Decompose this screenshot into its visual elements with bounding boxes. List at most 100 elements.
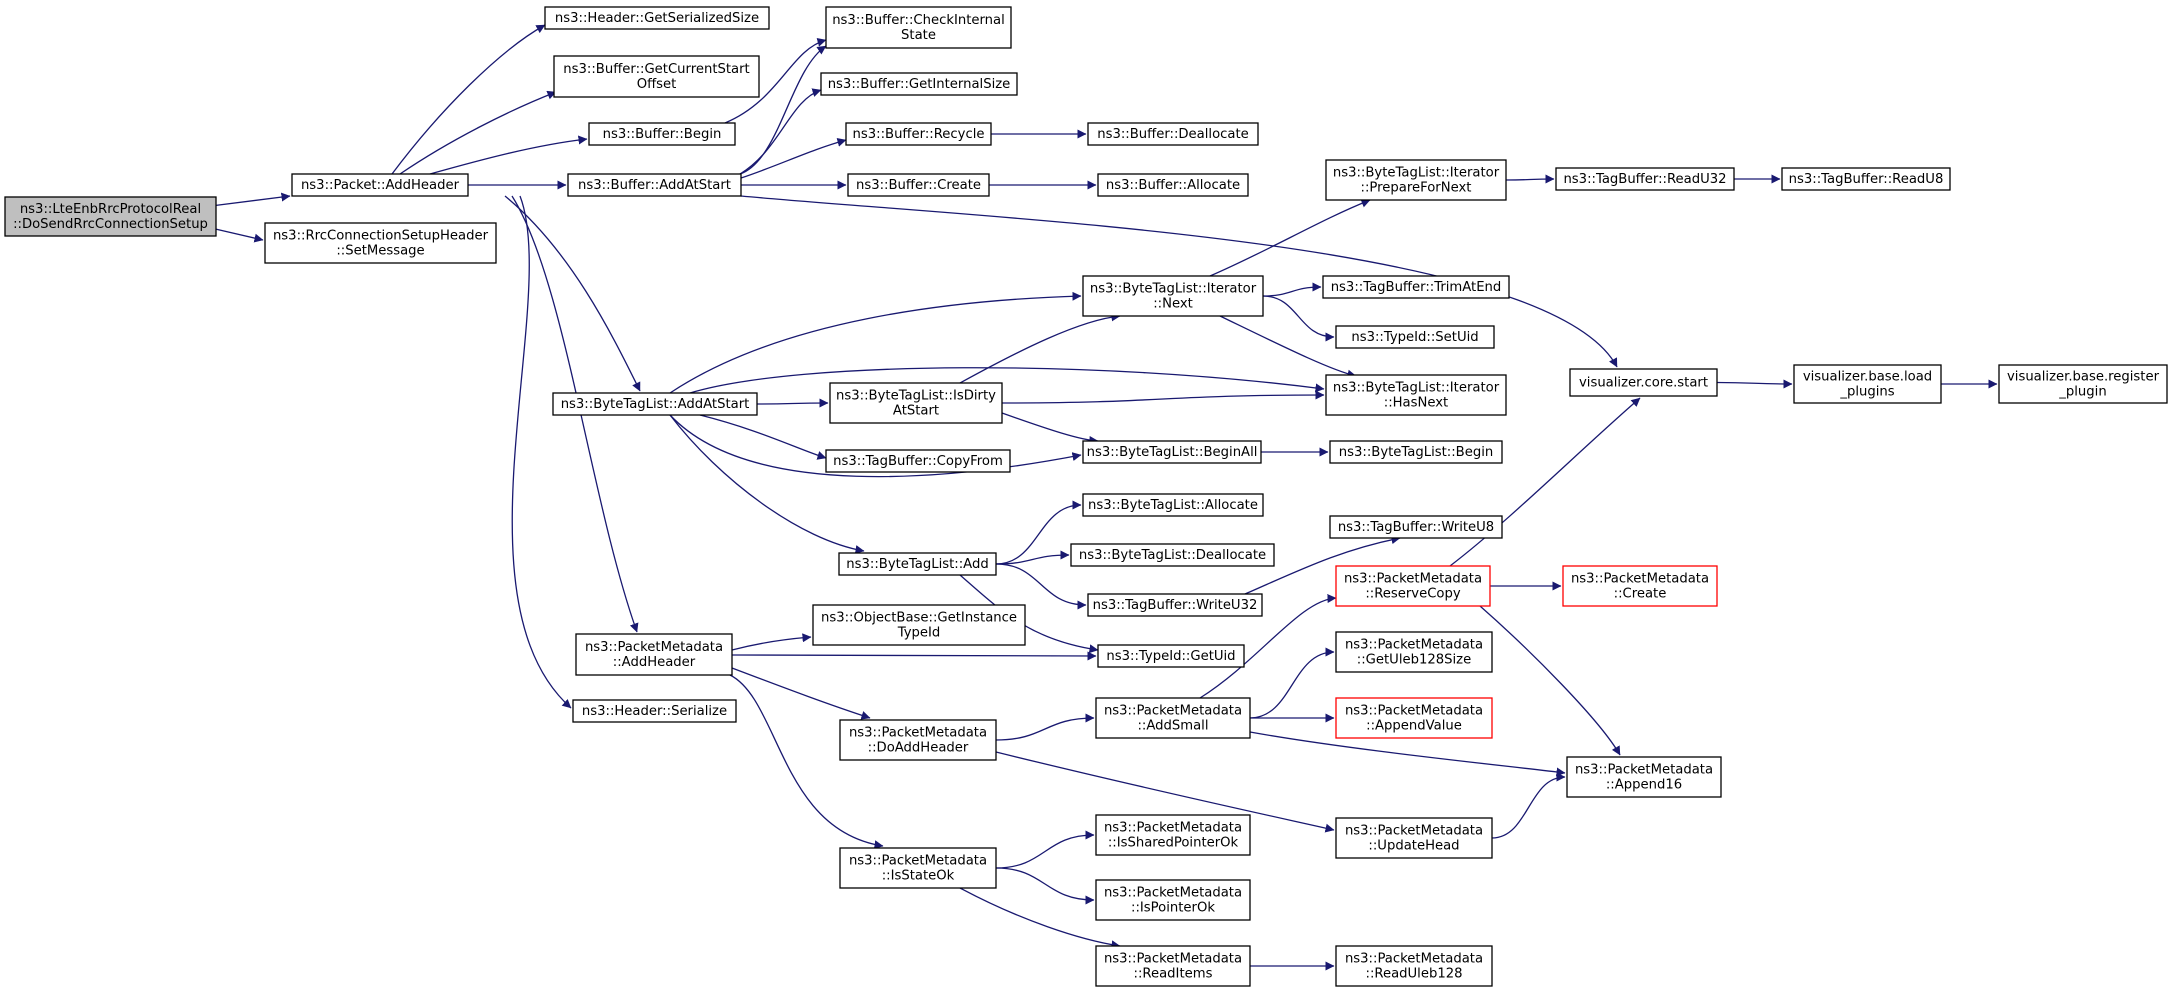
node-readuleb[interactable]: ns3::PacketMetadata::ReadUleb128 bbox=[1335, 945, 1493, 987]
node-box[interactable] bbox=[1082, 275, 1264, 317]
node-box[interactable] bbox=[838, 552, 997, 576]
node-box[interactable] bbox=[1566, 756, 1722, 798]
node-box[interactable] bbox=[575, 633, 733, 676]
node-box[interactable] bbox=[1070, 543, 1275, 567]
node-setuid[interactable]: ns3::TypeId::SetUid bbox=[1335, 325, 1495, 349]
node-box[interactable] bbox=[839, 719, 997, 761]
node-appendvalue[interactable]: ns3::PacketMetadata::AppendValue bbox=[1335, 697, 1493, 739]
node-writeu8[interactable]: ns3::TagBuffer::WriteU8 bbox=[1329, 515, 1503, 539]
node-box[interactable] bbox=[1095, 945, 1251, 987]
node-box[interactable] bbox=[825, 6, 1012, 49]
node-hdrserialize[interactable]: ns3::Header::Serialize bbox=[572, 699, 737, 723]
node-box[interactable] bbox=[1335, 325, 1495, 349]
node-box[interactable] bbox=[1095, 814, 1251, 856]
node-bufcreate[interactable]: ns3::Buffer::Create bbox=[847, 173, 990, 197]
node-box[interactable] bbox=[1555, 167, 1735, 191]
node-btlbegin[interactable]: ns3::ByteTagList::Begin bbox=[1329, 440, 1503, 464]
node-doaddheader[interactable]: ns3::PacketMetadata::DoAddHeader bbox=[839, 719, 997, 761]
node-dealloc[interactable]: ns3::Buffer::Deallocate bbox=[1087, 122, 1259, 146]
node-box[interactable] bbox=[1325, 374, 1507, 416]
node-box[interactable] bbox=[1087, 122, 1259, 146]
node-box[interactable] bbox=[839, 847, 997, 889]
node-box[interactable] bbox=[845, 122, 992, 146]
node-box[interactable] bbox=[1322, 275, 1510, 299]
node-issharedptr[interactable]: ns3::PacketMetadata::IsSharedPointerOk bbox=[1095, 814, 1251, 856]
node-box[interactable] bbox=[1562, 565, 1718, 607]
node-reservecopy[interactable]: ns3::PacketMetadata::ReserveCopy bbox=[1335, 565, 1491, 607]
node-vizreg[interactable]: visualizer.base.register_plugin bbox=[1998, 364, 2168, 404]
node-btladd[interactable]: ns3::ByteTagList::Add bbox=[838, 552, 997, 576]
node-box[interactable] bbox=[567, 173, 742, 197]
node-pmcreate[interactable]: ns3::PacketMetadata::Create bbox=[1562, 565, 1718, 607]
node-pmaddheader[interactable]: ns3::PacketMetadata::AddHeader bbox=[575, 633, 733, 676]
node-box[interactable] bbox=[1082, 493, 1264, 517]
node-box[interactable] bbox=[1569, 368, 1718, 397]
node-box[interactable] bbox=[1998, 364, 2168, 404]
node-root[interactable]: ns3::LteEnbRrcProtocolReal::DoSendRrcCon… bbox=[4, 196, 217, 237]
node-box[interactable] bbox=[1095, 879, 1251, 921]
node-box[interactable] bbox=[829, 382, 1003, 424]
node-box[interactable] bbox=[847, 173, 990, 197]
node-getuleb[interactable]: ns3::PacketMetadata::GetUleb128Size bbox=[1335, 631, 1493, 673]
node-isptrok[interactable]: ns3::PacketMetadata::IsPointerOk bbox=[1095, 879, 1251, 921]
node-box[interactable] bbox=[1329, 515, 1503, 539]
node-box[interactable] bbox=[4, 196, 217, 237]
node-addsmall[interactable]: ns3::PacketMetadata::AddSmall bbox=[1095, 697, 1251, 739]
node-box[interactable] bbox=[1335, 697, 1493, 739]
node-setmessage[interactable]: ns3::RrcConnectionSetupHeader::SetMessag… bbox=[264, 222, 497, 264]
node-box[interactable] bbox=[1793, 364, 1942, 404]
node-readitems[interactable]: ns3::PacketMetadata::ReadItems bbox=[1095, 945, 1251, 987]
node-updatehead[interactable]: ns3::PacketMetadata::UpdateHead bbox=[1335, 817, 1493, 859]
node-box[interactable] bbox=[1329, 440, 1503, 464]
node-box[interactable] bbox=[553, 55, 760, 98]
node-box[interactable] bbox=[1335, 945, 1493, 987]
node-readu32[interactable]: ns3::TagBuffer::ReadU32 bbox=[1555, 167, 1735, 191]
node-bufbegin[interactable]: ns3::Buffer::Begin bbox=[588, 122, 736, 146]
node-box[interactable] bbox=[1335, 631, 1493, 673]
node-bufalloc[interactable]: ns3::Buffer::Allocate bbox=[1097, 173, 1249, 197]
node-box[interactable] bbox=[1335, 817, 1493, 859]
node-btlalloc[interactable]: ns3::ByteTagList::Allocate bbox=[1082, 493, 1264, 517]
node-box[interactable] bbox=[1097, 644, 1245, 668]
node-writeu32[interactable]: ns3::TagBuffer::WriteU32 bbox=[1087, 593, 1263, 617]
node-box[interactable] bbox=[552, 392, 758, 416]
node-getinternalsize[interactable]: ns3::Buffer::GetInternalSize bbox=[820, 72, 1018, 96]
node-btldealloc[interactable]: ns3::ByteTagList::Deallocate bbox=[1070, 543, 1275, 567]
node-bufaddatstart[interactable]: ns3::Buffer::AddAtStart bbox=[567, 173, 742, 197]
node-box[interactable] bbox=[1335, 565, 1491, 607]
node-box[interactable] bbox=[544, 6, 770, 30]
node-box[interactable] bbox=[1325, 159, 1507, 201]
node-getuid[interactable]: ns3::TypeId::GetUid bbox=[1097, 644, 1245, 668]
node-box[interactable] bbox=[812, 604, 1026, 646]
node-box[interactable] bbox=[1781, 167, 1951, 191]
node-isstateok[interactable]: ns3::PacketMetadata::IsStateOk bbox=[839, 847, 997, 889]
node-copyfrom[interactable]: ns3::TagBuffer::CopyFrom bbox=[825, 449, 1011, 473]
node-preparefornext[interactable]: ns3::ByteTagList::Iterator::PrepareForNe… bbox=[1325, 159, 1507, 201]
node-recycle[interactable]: ns3::Buffer::Recycle bbox=[845, 122, 992, 146]
node-box[interactable] bbox=[588, 122, 736, 146]
node-vizstart[interactable]: visualizer.core.start bbox=[1569, 368, 1718, 397]
node-box[interactable] bbox=[825, 449, 1011, 473]
node-box[interactable] bbox=[1095, 697, 1251, 739]
node-readu8[interactable]: ns3::TagBuffer::ReadU8 bbox=[1781, 167, 1951, 191]
node-btladdatstart[interactable]: ns3::ByteTagList::AddAtStart bbox=[552, 392, 758, 416]
node-box[interactable] bbox=[572, 699, 737, 723]
node-itnext[interactable]: ns3::ByteTagList::Iterator::Next bbox=[1082, 275, 1264, 317]
node-box[interactable] bbox=[291, 173, 469, 197]
node-box[interactable] bbox=[264, 222, 497, 264]
node-vizload[interactable]: visualizer.base.load_plugins bbox=[1793, 364, 1942, 404]
node-box[interactable] bbox=[820, 72, 1018, 96]
node-hasnext[interactable]: ns3::ByteTagList::Iterator::HasNext bbox=[1325, 374, 1507, 416]
node-append16[interactable]: ns3::PacketMetadata::Append16 bbox=[1566, 756, 1722, 798]
node-box[interactable] bbox=[1097, 173, 1249, 197]
node-trimatend[interactable]: ns3::TagBuffer::TrimAtEnd bbox=[1322, 275, 1510, 299]
node-addheader[interactable]: ns3::Packet::AddHeader bbox=[291, 173, 469, 197]
node-getserialized[interactable]: ns3::Header::GetSerializedSize bbox=[544, 6, 770, 30]
node-box[interactable] bbox=[1087, 593, 1263, 617]
node-beginall[interactable]: ns3::ByteTagList::BeginAll bbox=[1082, 440, 1262, 464]
node-box[interactable] bbox=[1082, 440, 1262, 464]
